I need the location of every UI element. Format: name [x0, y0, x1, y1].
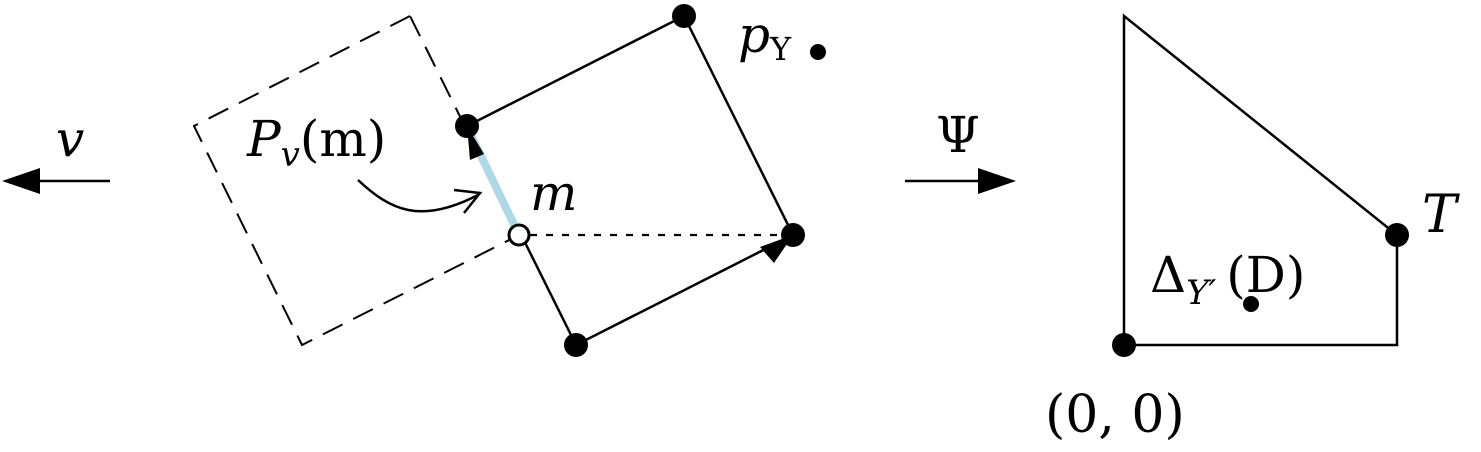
psi-map-arrow: [905, 168, 1016, 194]
vertex-right: [781, 223, 805, 247]
vertex-origin: [1112, 333, 1136, 357]
point-delta-y: [1243, 296, 1259, 312]
image-polytope: [1122, 13, 1399, 347]
m-label: m: [530, 164, 577, 222]
origin-label: (0, 0): [1045, 385, 1185, 445]
delta-label: ΔY′(D): [1150, 246, 1305, 313]
vertex-pv-m: [455, 114, 479, 138]
pv-m-label: Pv(m): [246, 110, 386, 175]
curved-arrow-head: [453, 188, 483, 214]
point-m: [507, 223, 531, 247]
vertex-bottom: [564, 333, 588, 357]
reflected-square-dashed: [192, 14, 521, 347]
vertex-top: [672, 4, 696, 28]
vertex-t: [1385, 223, 1409, 247]
point-py: [810, 44, 826, 60]
t-label: T: [1422, 185, 1460, 245]
psi-label: Ψ: [936, 106, 980, 164]
v-direction-arrow: [2, 168, 110, 194]
py-label: pY: [738, 6, 792, 68]
v-label: v: [56, 110, 84, 168]
curved-arrow: [357, 179, 479, 213]
solid-square: [465, 14, 795, 347]
